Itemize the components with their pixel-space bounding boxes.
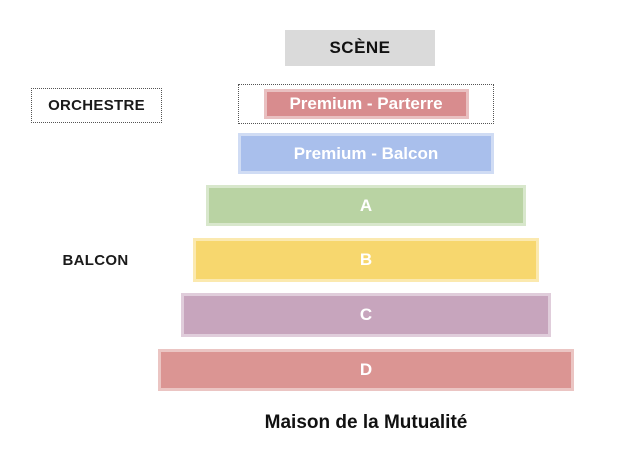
venue-name: Maison de la Mutualité	[264, 412, 468, 433]
zone-premium-balcon[interactable]: Premium - Balcon	[238, 133, 494, 174]
section-label-orchestre: ORCHESTRE	[31, 88, 162, 123]
zone-b[interactable]: B	[193, 238, 539, 282]
zone-premium-parterre[interactable]: Premium - Parterre	[263, 89, 469, 119]
zone-c[interactable]: C	[181, 293, 551, 337]
stage-box: SCÈNE	[285, 30, 435, 66]
section-label-balcon: BALCON	[62, 251, 129, 269]
zone-d[interactable]: D	[158, 349, 574, 391]
zone-premium-parterre-container: Premium - Parterre	[238, 84, 494, 124]
zone-a[interactable]: A	[206, 185, 526, 226]
